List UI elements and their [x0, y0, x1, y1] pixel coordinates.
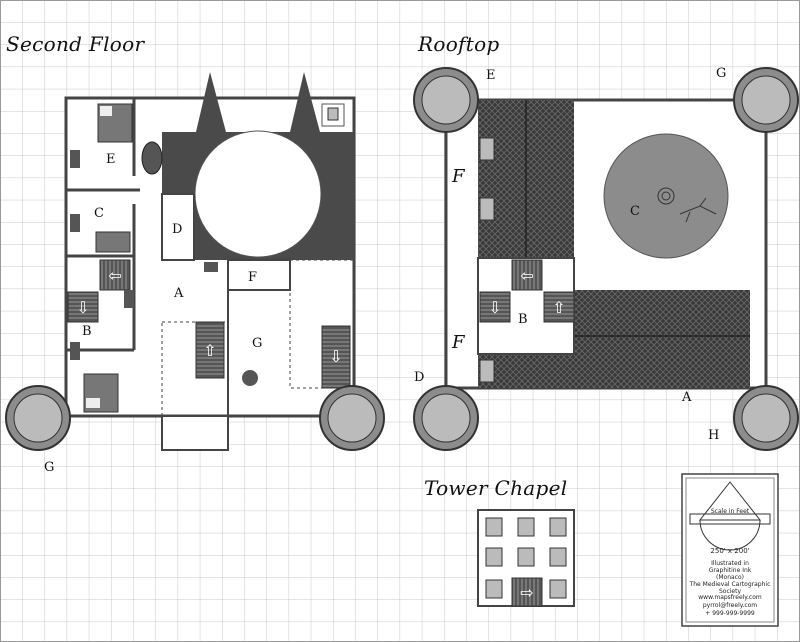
roof-label-e: E — [486, 68, 496, 83]
svg-text:⇩: ⇩ — [329, 347, 342, 366]
svg-text:⇧: ⇧ — [203, 341, 216, 360]
svg-text:⇨: ⇨ — [520, 583, 533, 602]
key-line-1: Illustrated in — [711, 560, 749, 567]
key-line-2: Graphitine Ink — [708, 567, 752, 574]
svg-text:⇦: ⇦ — [520, 266, 533, 285]
room-label-f: F — [248, 270, 258, 285]
key-scale: Scale in Feet — [710, 508, 750, 515]
roof-label-h: H — [708, 428, 720, 443]
svg-text:⇦: ⇦ — [108, 266, 121, 285]
rooftop-plan: ⇦ ⇩ ⇧ — [413, 67, 799, 451]
roof-label-f-lower: F — [452, 332, 465, 353]
key-line-3: (Monaco) — [716, 574, 744, 581]
svg-text:⇩: ⇩ — [76, 298, 89, 317]
map-key-card — [681, 473, 779, 627]
room-label-a: A — [174, 286, 184, 301]
key-line-4: The Medieval Cartographic Society — [689, 581, 771, 595]
tower-label-g: G — [44, 460, 55, 475]
roof-label-g: G — [716, 66, 727, 81]
room-label-c: C — [94, 206, 104, 221]
svg-text:⇩: ⇩ — [488, 298, 501, 317]
room-label-d: D — [172, 222, 183, 237]
key-footer-1: www.mapsfreely.com — [698, 594, 762, 601]
room-label-e: E — [106, 152, 116, 167]
key-footer-3: + 999-999-9999 — [705, 610, 755, 617]
roof-label-f-upper: F — [452, 166, 465, 187]
tower-chapel-title: Tower Chapel — [424, 476, 568, 500]
roof-label-b: B — [518, 312, 528, 327]
second-floor-plan: ⇧ ⇩ ⇦ ⇩ — [5, 72, 385, 451]
rooftop-title: Rooftop — [418, 32, 500, 56]
roof-label-c: C — [630, 204, 640, 219]
room-label-g-hall: G — [252, 336, 263, 351]
roof-label-d: D — [414, 370, 425, 385]
key-dimensions: 250' x 200' — [710, 547, 750, 555]
second-floor-title: Second Floor — [6, 32, 145, 56]
key-footer-2: pyrrol@freely.com — [702, 602, 758, 609]
roof-label-a: A — [682, 390, 692, 405]
svg-text:⇧: ⇧ — [552, 298, 565, 317]
room-label-b: B — [82, 324, 92, 339]
tower-chapel-plan: ⇨ — [477, 509, 575, 607]
